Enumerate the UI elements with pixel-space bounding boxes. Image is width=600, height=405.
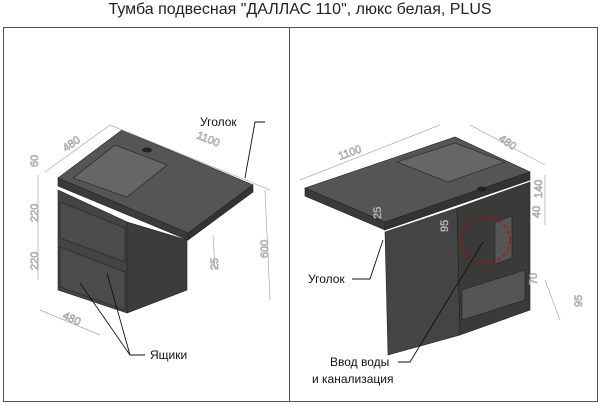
left-cabinet	[37, 121, 271, 356]
left-cabinet-side	[126, 221, 188, 314]
label-drawers: Ящики	[150, 348, 187, 362]
dim-left-drawer2: 220	[29, 252, 41, 270]
left-countertop-side	[187, 184, 254, 241]
left-drawer-lower	[59, 246, 126, 311]
label-corner-right: Уголок	[308, 272, 345, 286]
right-sink	[396, 142, 506, 183]
left-faucet-hole	[142, 147, 152, 153]
left-sink	[72, 144, 168, 198]
label-inlet-line1: Ввод воды	[330, 355, 389, 369]
dim-left-top-thickness: 60	[29, 155, 41, 167]
dim-right-width: 1100	[337, 143, 363, 162]
label-inlet-line2: и канализация	[312, 372, 393, 386]
corner-arrow-right	[352, 239, 384, 280]
dim-right-70: 70	[528, 273, 540, 285]
right-siphon-box	[494, 215, 513, 265]
left-drawer-upper	[59, 201, 126, 263]
dim-right-depth: 480	[496, 133, 518, 153]
dim-right-95-left: 95	[439, 220, 451, 232]
right-faucet-hole	[477, 186, 487, 192]
corner-arrow	[244, 121, 265, 179]
inlet-highlight-circle	[459, 216, 511, 264]
inlet-arrow	[398, 241, 484, 363]
right-view-panel	[289, 27, 598, 402]
dim-left-drawer1: 220	[29, 204, 41, 222]
dim-left-depth-top: 480	[61, 134, 83, 154]
right-drawer	[461, 269, 526, 321]
dim-right-40: 40	[531, 206, 543, 218]
right-cabinet	[299, 124, 561, 363]
dim-left-depth-bottom: 480	[61, 310, 83, 329]
page-title: Тумба подвесная "ДАЛЛАС 110", люкс белая…	[108, 1, 492, 18]
dim-right-corner-thickness: 25	[372, 207, 384, 219]
dim-left-width: 1100	[195, 130, 221, 150]
dim-right-95-bottom: 95	[573, 295, 585, 307]
dim-right-140: 140	[533, 180, 545, 198]
dim-left-corner-thickness: 25	[209, 258, 221, 270]
label-corner-left: Уголок	[200, 115, 237, 129]
dim-left-height: 600	[259, 240, 271, 258]
